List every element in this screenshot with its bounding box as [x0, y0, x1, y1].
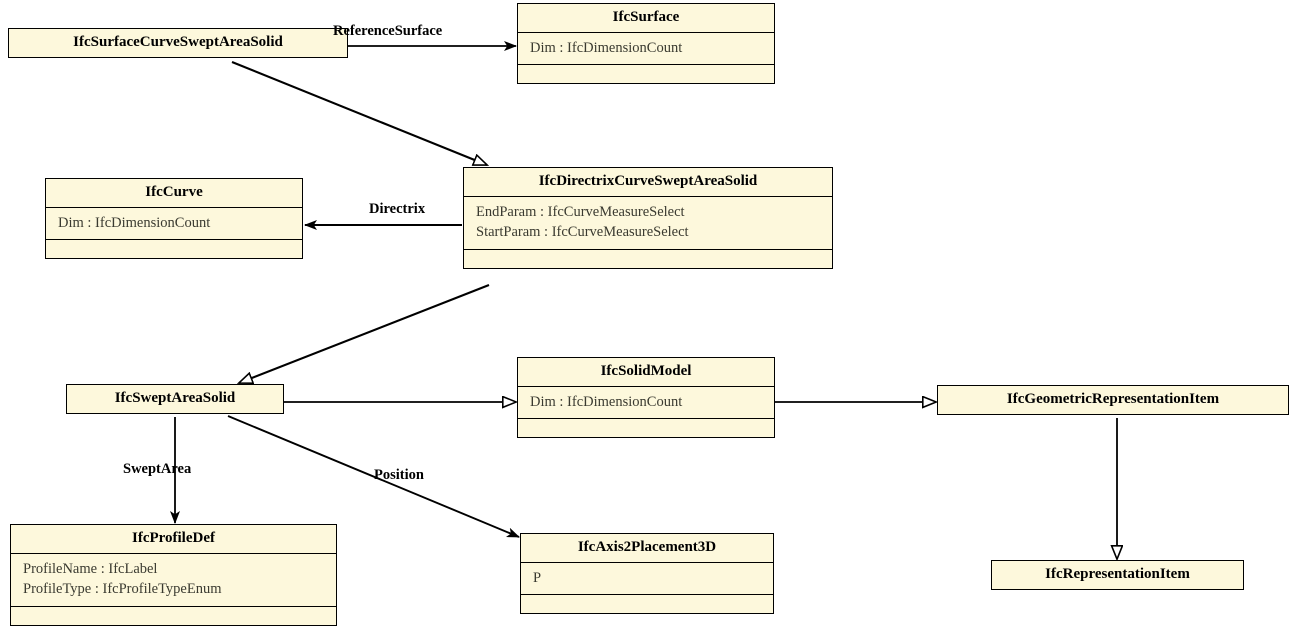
class-attributes: EndParam : IfcCurveMeasureSelect StartPa… — [464, 195, 832, 249]
class-operations — [518, 64, 774, 83]
attribute-row: P — [533, 569, 542, 586]
class-title: IfcRepresentationItem — [1045, 566, 1190, 582]
class-attributes: Dim : IfcDimensionCount — [46, 206, 302, 240]
class-ifc-surface-curve-swept-area-solid[interactable]: IfcSurfaceCurveSweptAreaSolid — [8, 28, 348, 58]
class-ifc-axis2-placement-3d[interactable]: IfcAxis2Placement3D P — [520, 533, 774, 615]
class-title: IfcCurve — [145, 184, 203, 200]
class-title: IfcSurface — [612, 9, 680, 25]
attribute-row: ProfileName : IfcLabel — [23, 560, 158, 577]
class-title: IfcProfileDef — [131, 530, 215, 546]
class-ifc-swept-area-solid[interactable]: IfcSweptAreaSolid — [66, 384, 284, 414]
class-title: IfcDirectrixCurveSweptAreaSolid — [538, 173, 758, 189]
class-operations — [521, 594, 773, 613]
attribute-row: ProfileType : IfcProfileTypeEnum — [23, 581, 222, 598]
attribute-row: Dim : IfcDimensionCount — [58, 214, 211, 231]
edge-label-reference-surface: ReferenceSurface — [333, 23, 443, 39]
edge-generalization-surface-curve-to-directrix — [231, 61, 487, 166]
class-title: IfcSolidModel — [600, 363, 692, 379]
class-attributes: ProfileName : IfcLabel ProfileType : Ifc… — [11, 552, 336, 606]
attribute-row: EndParam : IfcCurveMeasureSelect — [476, 203, 685, 220]
attribute-row: StartParam : IfcCurveMeasureSelect — [476, 224, 689, 241]
edge-generalization-directrix-to-swept — [239, 284, 490, 383]
class-operations — [464, 248, 832, 268]
class-attributes: Dim : IfcDimensionCount — [518, 385, 774, 419]
class-operations — [46, 239, 302, 258]
class-title: IfcSweptAreaSolid — [114, 390, 236, 406]
class-title: IfcGeometricRepresentationItem — [1006, 391, 1220, 407]
class-ifc-surface[interactable]: IfcSurface Dim : IfcDimensionCount — [517, 3, 775, 85]
class-ifc-solid-model[interactable]: IfcSolidModel Dim : IfcDimensionCount — [517, 357, 775, 439]
class-operations — [518, 418, 774, 437]
class-ifc-directrix-curve-swept-area-solid[interactable]: IfcDirectrixCurveSweptAreaSolid EndParam… — [463, 167, 833, 269]
edge-label-swept-area: SweptArea — [123, 461, 192, 477]
class-operations — [11, 605, 336, 625]
edge-label-directrix: Directrix — [369, 201, 426, 217]
class-title: IfcSurfaceCurveSweptAreaSolid — [73, 34, 283, 50]
class-attributes: P — [521, 561, 773, 595]
class-title: IfcAxis2Placement3D — [577, 539, 717, 555]
attribute-row: Dim : IfcDimensionCount — [530, 393, 683, 410]
class-ifc-representation-item[interactable]: IfcRepresentationItem — [991, 560, 1244, 590]
attribute-row: Dim : IfcDimensionCount — [530, 39, 683, 56]
class-ifc-profile-def[interactable]: IfcProfileDef ProfileName : IfcLabel Pro… — [10, 524, 337, 626]
edge-label-position: Position — [374, 467, 424, 483]
class-ifc-geometric-representation-item[interactable]: IfcGeometricRepresentationItem — [937, 385, 1289, 415]
class-attributes: Dim : IfcDimensionCount — [518, 31, 774, 65]
class-ifc-curve[interactable]: IfcCurve Dim : IfcDimensionCount — [45, 178, 303, 260]
